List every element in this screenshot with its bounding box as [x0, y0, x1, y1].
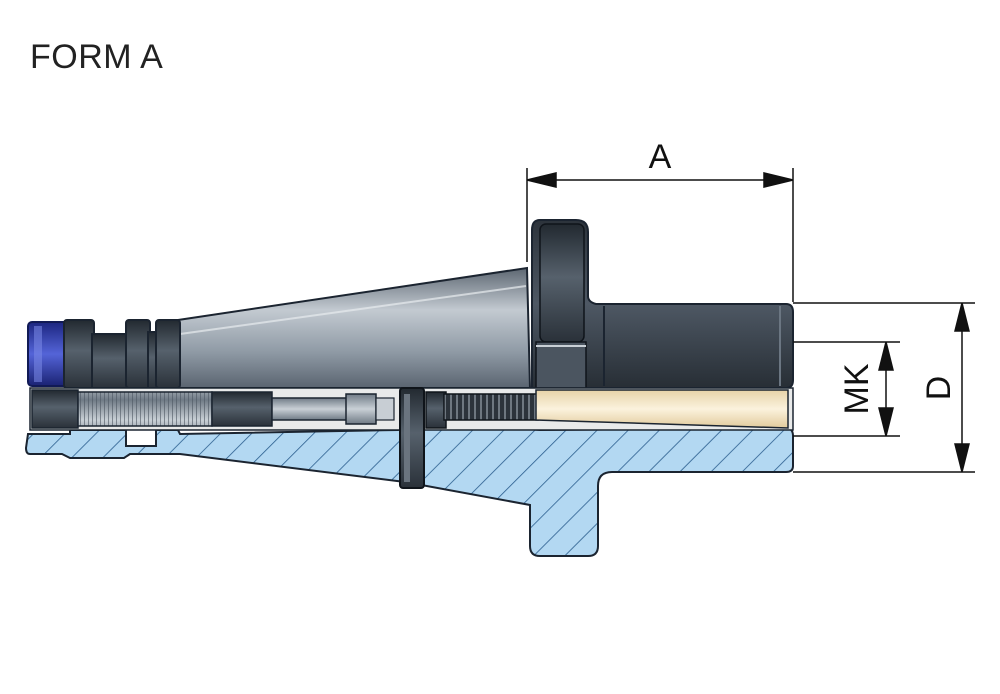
drive-slot: [539, 223, 585, 343]
front-sleeve: [31, 389, 79, 429]
dimension-d: [793, 302, 975, 473]
threaded-section: [443, 393, 539, 421]
page-title: FORM A: [30, 38, 164, 76]
dimension-a: [526, 168, 794, 302]
morse-taper-bore: [535, 389, 789, 429]
collar-ring: [125, 319, 151, 389]
threaded-rod: [77, 391, 213, 427]
flange: [531, 219, 794, 389]
dimension-mk-label: MK: [838, 363, 876, 414]
set-screw: [399, 387, 425, 489]
dimension-d-label: D: [920, 376, 958, 401]
dimension-mk: [793, 341, 900, 437]
dimension-a-label: A: [649, 138, 672, 176]
ejector-pin: [345, 393, 377, 425]
taper-shank: [177, 266, 532, 389]
collar: [63, 319, 95, 389]
